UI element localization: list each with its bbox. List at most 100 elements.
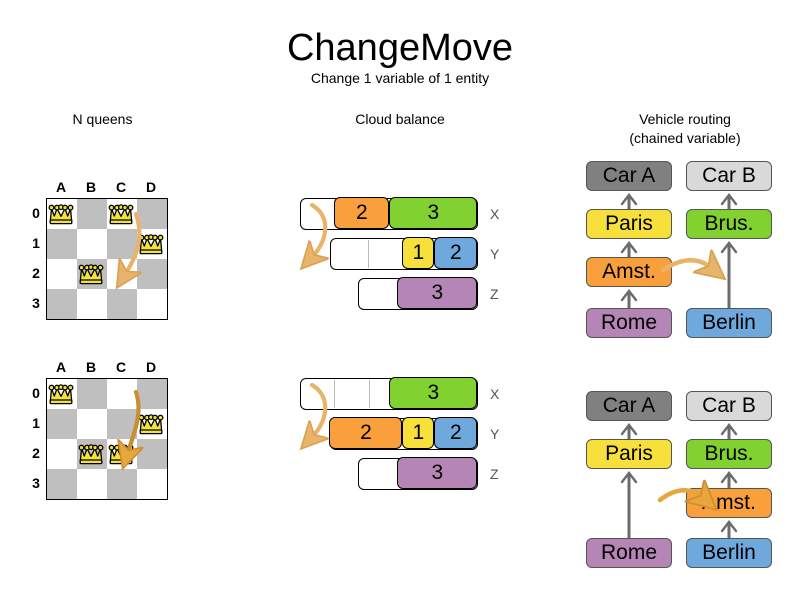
queen-piece-C0-before[interactable] xyxy=(106,198,136,228)
board-cell-B0-before xyxy=(77,199,107,229)
cloud-bar-Z-before: 3 xyxy=(358,277,478,310)
cloud-bar-divider-X-1-after xyxy=(369,380,370,408)
board-cell-A2-before xyxy=(47,259,77,289)
queen-piece-A0-before[interactable] xyxy=(46,198,76,228)
board-cell-A3-before xyxy=(47,289,77,319)
board-cell-A1-after xyxy=(47,409,77,439)
board-cell-D3-after xyxy=(137,469,167,499)
board-cell-B1-before xyxy=(77,229,107,259)
vrp-box-carb-after[interactable]: Car B xyxy=(686,391,772,421)
board-cell-D2-before xyxy=(137,259,167,289)
board-column-label-A-before: A xyxy=(55,179,67,195)
vrp-box-brus-before[interactable]: Brus. xyxy=(686,209,772,239)
section-heading-cloud-balance: Cloud balance xyxy=(355,111,445,127)
cloud-row-label-Z-after: Z xyxy=(490,466,499,482)
vrp-link-a-1-before xyxy=(620,241,638,257)
vrp-link-a-1-after xyxy=(620,471,638,538)
cloud-segment-Y-0-before[interactable]: 1 xyxy=(402,237,435,270)
cloud-row-label-Y-after: Y xyxy=(490,426,500,442)
cloud-bar-divider-X-0-after xyxy=(334,380,335,408)
vrp-box-amst-before[interactable]: Amst. xyxy=(586,257,672,287)
board-cell-B0-after xyxy=(77,379,107,409)
cloud-segment-X-0-after[interactable]: 3 xyxy=(389,377,478,410)
cloud-segment-Y-2-after[interactable]: 2 xyxy=(434,417,478,450)
vrp-link-a-0-before xyxy=(620,193,638,209)
vrp-box-cara-before[interactable]: Car A xyxy=(586,161,672,191)
vrp-link-b-1-after xyxy=(720,471,738,488)
cloud-row-label-X-after: X xyxy=(490,386,500,402)
cloud-segment-Z-0-before[interactable]: 3 xyxy=(397,277,478,310)
page-title: ChangeMove xyxy=(286,27,514,69)
board-column-label-B-after: B xyxy=(85,359,97,375)
board-column-label-C-after: C xyxy=(115,359,127,375)
board-column-label-A-after: A xyxy=(55,359,67,375)
cloud-segment-Z-0-after[interactable]: 3 xyxy=(397,457,478,490)
board-cell-C0-after xyxy=(107,379,137,409)
board-cell-D0-after xyxy=(137,379,167,409)
board-cell-B3-after xyxy=(77,469,107,499)
vrp-heading-line-1: Vehicle routing xyxy=(639,111,731,127)
vrp-link-a-2-before xyxy=(620,289,638,308)
vrp-box-brus-after[interactable]: Brus. xyxy=(686,439,772,469)
cloud-row-label-Y-before: Y xyxy=(490,246,500,262)
queen-piece-D1-after[interactable] xyxy=(136,408,166,438)
vrp-box-rome-after[interactable]: Rome xyxy=(586,538,672,568)
board-column-label-D-after: D xyxy=(145,359,157,375)
vrp-box-rome-before[interactable]: Rome xyxy=(586,308,672,338)
vrp-box-berlin-after[interactable]: Berlin xyxy=(686,538,772,568)
board-row-label-2-after: 2 xyxy=(32,445,40,461)
cloud-segment-X-0-before[interactable]: 2 xyxy=(334,197,390,230)
cloud-row-label-Z-before: Z xyxy=(490,286,499,302)
board-cell-C2-before xyxy=(107,259,137,289)
cloud-row-label-X-before: X xyxy=(490,206,500,222)
board-row-label-1-after: 1 xyxy=(32,415,40,431)
board-row-label-1-before: 1 xyxy=(32,235,40,251)
board-column-label-D-before: D xyxy=(145,179,157,195)
cloud-bar-divider-Y-0-before xyxy=(368,240,369,268)
board-cell-D2-after xyxy=(137,439,167,469)
board-column-label-B-before: B xyxy=(85,179,97,195)
vrp-link-b-1-before xyxy=(720,241,738,308)
vrp-box-cara-after[interactable]: Car A xyxy=(586,391,672,421)
cloud-segment-Y-1-before[interactable]: 2 xyxy=(434,237,478,270)
board-cell-B1-after xyxy=(77,409,107,439)
board-row-label-0-before: 0 xyxy=(32,205,40,221)
board-cell-C1-after xyxy=(107,409,137,439)
cloud-bar-Z-after: 3 xyxy=(358,457,478,490)
cloud-segment-X-1-before[interactable]: 3 xyxy=(389,197,478,230)
vrp-box-paris-before[interactable]: Paris xyxy=(586,209,672,239)
vrp-heading-line-2: (chained variable) xyxy=(629,130,741,146)
board-row-label-3-before: 3 xyxy=(32,295,40,311)
section-heading-vehicle-routing: Vehicle routing (chained variable) xyxy=(590,110,780,148)
cloud-segment-Y-1-after[interactable]: 1 xyxy=(402,417,435,450)
board-cell-D3-before xyxy=(137,289,167,319)
board-cell-D0-before xyxy=(137,199,167,229)
queen-piece-C2-after[interactable] xyxy=(106,438,136,468)
queen-piece-B2-before[interactable] xyxy=(76,258,106,288)
cloud-segment-Y-0-after[interactable]: 2 xyxy=(329,417,403,450)
queen-piece-D1-before[interactable] xyxy=(136,228,166,258)
vrp-link-b-0-before xyxy=(720,193,738,209)
board-row-label-0-after: 0 xyxy=(32,385,40,401)
vrp-link-b-2-after xyxy=(720,520,738,538)
vrp-box-berlin-before[interactable]: Berlin xyxy=(686,308,772,338)
section-heading-n-queens: N queens xyxy=(72,111,133,127)
queen-piece-A0-after[interactable] xyxy=(46,378,76,408)
board-cell-A2-after xyxy=(47,439,77,469)
board-row-label-2-before: 2 xyxy=(32,265,40,281)
vrp-box-amst-after[interactable]: Amst. xyxy=(686,488,772,518)
page-subtitle: Change 1 variable of 1 entity xyxy=(310,70,490,86)
board-column-label-C-before: C xyxy=(115,179,127,195)
board-cell-A3-after xyxy=(47,469,77,499)
board-cell-C3-before xyxy=(107,289,137,319)
cloud-bar-X-after: 3 xyxy=(300,377,478,410)
vrp-box-paris-after[interactable]: Paris xyxy=(586,439,672,469)
vrp-box-carb-before[interactable]: Car B xyxy=(686,161,772,191)
board-cell-C3-after xyxy=(107,469,137,499)
queen-piece-B2-after[interactable] xyxy=(76,438,106,468)
vrp-link-b-0-after xyxy=(720,423,738,439)
